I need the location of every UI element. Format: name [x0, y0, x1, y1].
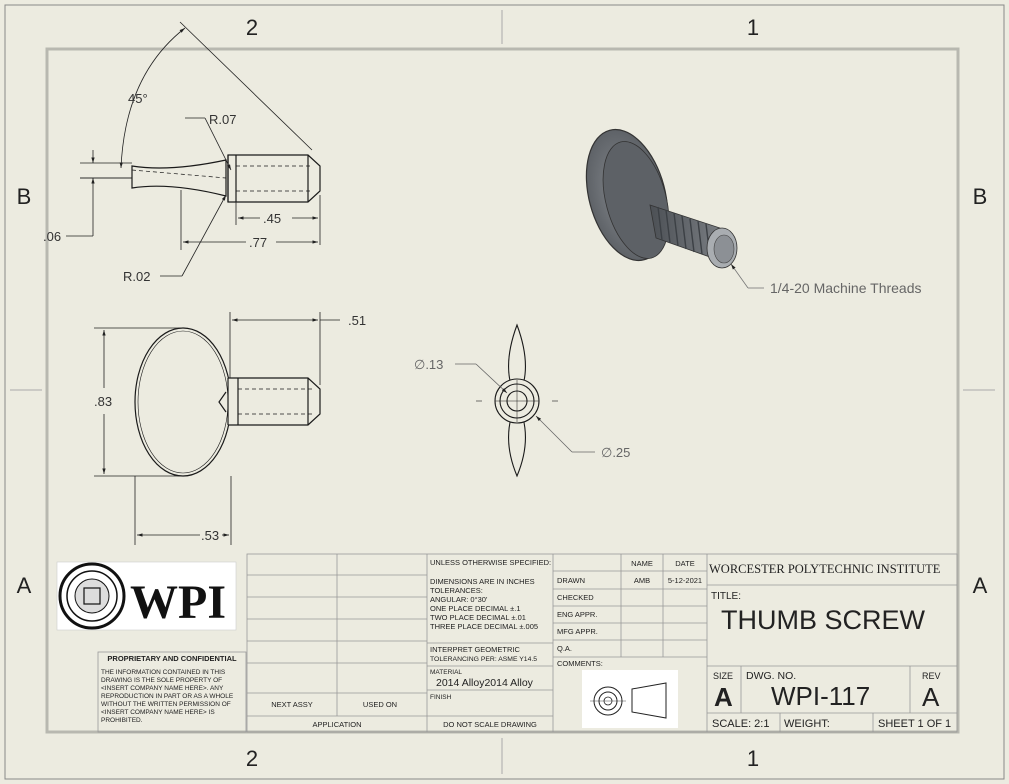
proprietary-line-1: THE INFORMATION CONTAINED IN THIS — [101, 669, 226, 676]
dim-83: .83 — [94, 394, 112, 409]
end-view — [476, 323, 558, 478]
tolerance-line-3: ANGULAR: 0°30' — [430, 595, 488, 604]
qa-label: Q.A. — [557, 644, 572, 653]
rev-label: REV — [922, 671, 941, 681]
wpi-logo-text: WPI — [130, 576, 226, 629]
used-on-label: USED ON — [363, 700, 397, 709]
dim-dia-25: ∅.25 — [601, 445, 630, 460]
rev-value: A — [922, 682, 940, 712]
drawn-date: 5-12-2021 — [668, 576, 702, 585]
weight-label: WEIGHT: — [784, 718, 830, 730]
dim-77: .77 — [249, 235, 267, 250]
material-label: MATERIAL — [430, 669, 462, 676]
proprietary-line-4: REPRODUCTION IN PART OR AS A WHOLE — [101, 693, 234, 700]
zone-label-top-2: 2 — [246, 15, 258, 40]
zone-label-right-b: B — [973, 184, 988, 209]
drawing-title: THUMB SCREW — [721, 605, 926, 635]
scale-label: SCALE: 2:1 — [712, 718, 769, 730]
drawn-label: DRAWN — [557, 576, 585, 585]
zone-label-right-a: A — [973, 573, 988, 598]
tolerance-line-4: ONE PLACE DECIMAL ±.1 — [430, 604, 521, 613]
proprietary-line-3: <INSERT COMPANY NAME HERE>. ANY — [101, 685, 224, 692]
finish-label: FINISH — [430, 694, 452, 701]
dwg-no-value: WPI-117 — [771, 681, 870, 711]
zone-label-bottom-1: 1 — [747, 746, 759, 771]
top-view-dimensions — [66, 21, 321, 277]
next-assy-label: NEXT ASSY — [271, 700, 313, 709]
outer-border — [4, 4, 1005, 780]
mfg-appr-label: MFG APPR. — [557, 627, 598, 636]
interpret-line-2: TOLERANCING PER: ASME Y14.5 — [430, 656, 537, 663]
size-value: A — [714, 682, 733, 712]
dim-51: .51 — [348, 313, 366, 328]
comments-label: COMMENTS: — [557, 659, 603, 668]
checked-label: CHECKED — [557, 593, 594, 602]
dwg-no-label: DWG. NO. — [746, 670, 796, 682]
proprietary-box — [97, 651, 247, 733]
zone-label-bottom-2: 2 — [246, 746, 258, 771]
thread-callout-leader — [730, 263, 764, 289]
front-view-dimensions — [94, 312, 340, 545]
proprietary-line-6: <INSERT COMPANY NAME HERE> IS — [101, 709, 215, 716]
thumbnail-preview — [582, 670, 678, 728]
top-view — [80, 154, 321, 203]
date-header: DATE — [675, 559, 694, 568]
tolerance-line-2: TOLERANCES: — [430, 586, 483, 595]
unless-specified: UNLESS OTHERWISE SPECIFIED: — [430, 558, 551, 567]
do-not-scale: DO NOT SCALE DRAWING — [443, 720, 537, 729]
dim-r07: R.07 — [209, 112, 236, 127]
zone-label-left-a: A — [17, 573, 32, 598]
institute-name: WORCESTER POLYTECHNIC INSTITUTE — [709, 562, 941, 576]
tolerance-line-1: DIMENSIONS ARE IN INCHES — [430, 577, 535, 586]
dim-45: .45 — [263, 211, 281, 226]
tolerance-line-5: TWO PLACE DECIMAL ±.01 — [430, 613, 526, 622]
interpret-line-1: INTERPRET GEOMETRIC — [430, 645, 520, 654]
sheet-label: SHEET 1 OF 1 — [878, 718, 951, 730]
zone-label-top-1: 1 — [747, 15, 759, 40]
dim-angle-45: 45° — [128, 91, 148, 106]
dim-r02: R.02 — [123, 269, 150, 284]
zone-label-left-b: B — [17, 184, 32, 209]
dim-dia-13: ∅.13 — [414, 357, 443, 372]
isometric-view — [585, 128, 738, 269]
proprietary-heading: PROPRIETARY AND CONFIDENTIAL — [107, 654, 237, 663]
thread-callout: 1/4-20 Machine Threads — [770, 280, 922, 296]
drawn-name: AMB — [634, 576, 650, 585]
wpi-logo: WPI — [56, 561, 237, 631]
dim-06: .06 — [43, 229, 61, 244]
proprietary-line-2: DRAWING IS THE SOLE PROPERTY OF — [101, 677, 222, 684]
tolerance-line-6: THREE PLACE DECIMAL ±.005 — [430, 622, 538, 631]
proprietary-line-7: PROHIBITED. — [101, 717, 143, 724]
end-view-dimensions — [455, 363, 595, 453]
name-header: NAME — [631, 559, 653, 568]
proprietary-line-5: WITHOUT THE WRITTEN PERMISSION OF — [101, 701, 231, 708]
eng-appr-label: ENG APPR. — [557, 610, 597, 619]
application-label: APPLICATION — [312, 720, 361, 729]
title-block — [246, 553, 958, 733]
zone-ticks — [10, 10, 995, 774]
front-view — [134, 327, 321, 477]
size-label: SIZE — [713, 671, 733, 681]
dim-53: .53 — [201, 528, 219, 543]
material-value: 2014 Alloy2014 Alloy — [436, 677, 534, 689]
title-label: TITLE: — [711, 591, 741, 602]
